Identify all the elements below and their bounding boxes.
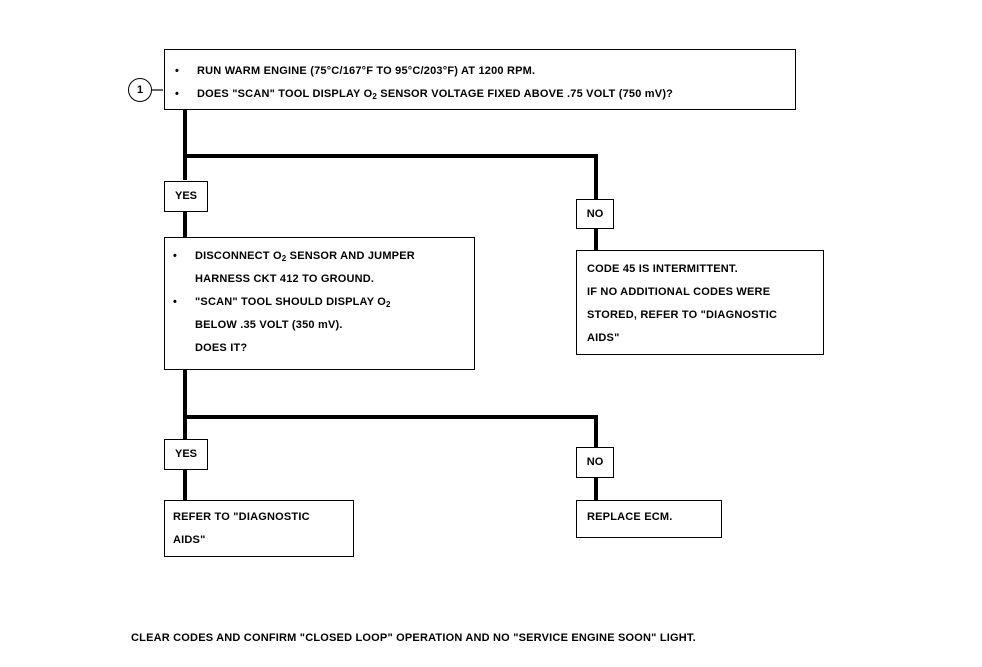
step1-line2: •DOES "SCAN" TOOL DISPLAY O2 SENSOR VOLT… (175, 88, 674, 101)
diagnostic-aids-line2: AIDS" (173, 534, 206, 546)
intermittent-line3: STORED, REFER TO "DIAGNOSTIC (587, 309, 778, 321)
disconnect-line1: •DISCONNECT O2 SENSOR AND JUMPER (173, 250, 415, 263)
diagnostic-aids-line1: REFER TO "DIAGNOSTIC (173, 511, 310, 523)
branch2-yes-label: YES (164, 439, 208, 470)
footer-instruction: CLEAR CODES AND CONFIRM "CLOSED LOOP" OP… (131, 632, 696, 644)
intermittent-line4: AIDS" (587, 332, 620, 344)
intermittent-code-box: CODE 45 IS INTERMITTENT. IF NO ADDITIONA… (576, 250, 824, 355)
branch1-no-label: NO (576, 199, 614, 229)
disconnect-line3: •"SCAN" TOOL SHOULD DISPLAY O2 (173, 296, 391, 309)
intermittent-line2: IF NO ADDITIONAL CODES WERE (587, 286, 771, 298)
branch2-no-label: NO (576, 447, 614, 478)
disconnect-line4: BELOW .35 VOLT (350 mV). (195, 319, 343, 331)
step-number: 1 (136, 84, 144, 96)
diagnostic-aids-box: REFER TO "DIAGNOSTIC AIDS" (164, 500, 354, 557)
disconnect-line2: HARNESS CKT 412 TO GROUND. (195, 273, 375, 285)
branch1-yes-label: YES (164, 181, 208, 212)
disconnect-sensor-box: •DISCONNECT O2 SENSOR AND JUMPER HARNESS… (164, 237, 475, 370)
step1-instruction-box: •RUN WARM ENGINE (75°C/167°F TO 95°C/203… (164, 49, 796, 110)
replace-ecm-line1: REPLACE ECM. (587, 511, 673, 523)
step-number-badge: 1 (128, 78, 152, 102)
step1-line1: •RUN WARM ENGINE (75°C/167°F TO 95°C/203… (175, 65, 536, 77)
intermittent-line1: CODE 45 IS INTERMITTENT. (587, 263, 738, 275)
disconnect-line5: DOES IT? (195, 342, 248, 354)
replace-ecm-box: REPLACE ECM. (576, 500, 722, 538)
